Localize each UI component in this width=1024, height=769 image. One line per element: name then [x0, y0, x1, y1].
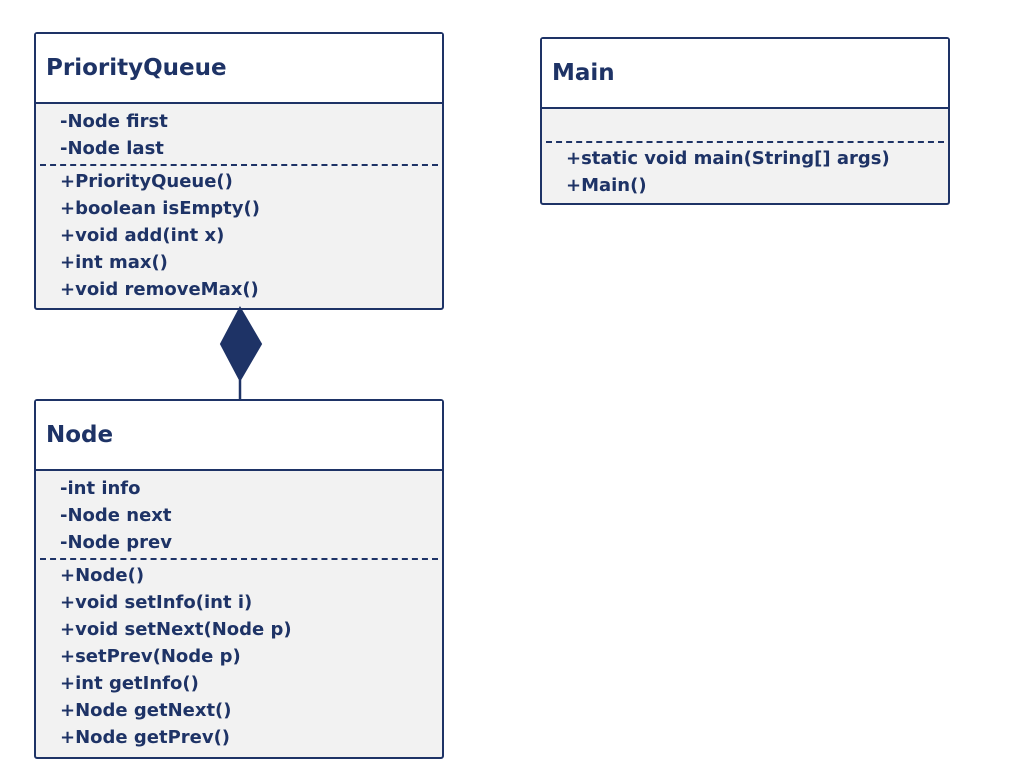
attribute: -Node next — [60, 505, 172, 526]
method: +Node() — [60, 565, 145, 586]
class-name: PriorityQueue — [36, 34, 442, 104]
section-divider — [40, 558, 438, 560]
section-divider — [546, 141, 944, 143]
class-name: Main — [542, 39, 948, 109]
method: +void add(int x) — [60, 225, 225, 246]
class-priorityqueue: PriorityQueue -Node first -Node last +Pr… — [34, 32, 444, 310]
method-list: +static void main(String[] args) +Main() — [542, 145, 948, 199]
method: +int getInfo() — [60, 673, 199, 694]
class-name-text: PriorityQueue — [46, 55, 227, 81]
method: +void setInfo(int i) — [60, 592, 253, 613]
attribute-list: -int info -Node next -Node prev — [36, 471, 442, 556]
class-main: Main +static void main(String[] args) +M… — [540, 37, 950, 205]
attribute: -int info — [60, 478, 141, 499]
method: +int max() — [60, 252, 168, 273]
method: +Node getPrev() — [60, 727, 231, 748]
method-list: +Node() +void setInfo(int i) +void setNe… — [36, 562, 442, 751]
method: +setPrev(Node p) — [60, 646, 241, 667]
class-node: Node -int info -Node next -Node prev +No… — [34, 399, 444, 759]
attribute-list: -Node first -Node last — [36, 104, 442, 162]
method: +void setNext(Node p) — [60, 619, 292, 640]
method: +PriorityQueue() — [60, 171, 233, 192]
method: +boolean isEmpty() — [60, 198, 260, 219]
attribute: -Node first — [60, 111, 168, 132]
method: +void removeMax() — [60, 279, 259, 300]
class-name-text: Node — [46, 422, 114, 448]
method: +static void main(String[] args) — [566, 148, 890, 169]
section-divider — [40, 164, 438, 166]
attribute: -Node prev — [60, 532, 172, 553]
method-list: +PriorityQueue() +boolean isEmpty() +voi… — [36, 168, 442, 303]
method: +Main() — [566, 175, 647, 196]
class-name: Node — [36, 401, 442, 471]
attribute: -Node last — [60, 138, 164, 159]
class-name-text: Main — [552, 60, 615, 86]
method: +Node getNext() — [60, 700, 232, 721]
composition-diamond-icon — [219, 305, 263, 383]
